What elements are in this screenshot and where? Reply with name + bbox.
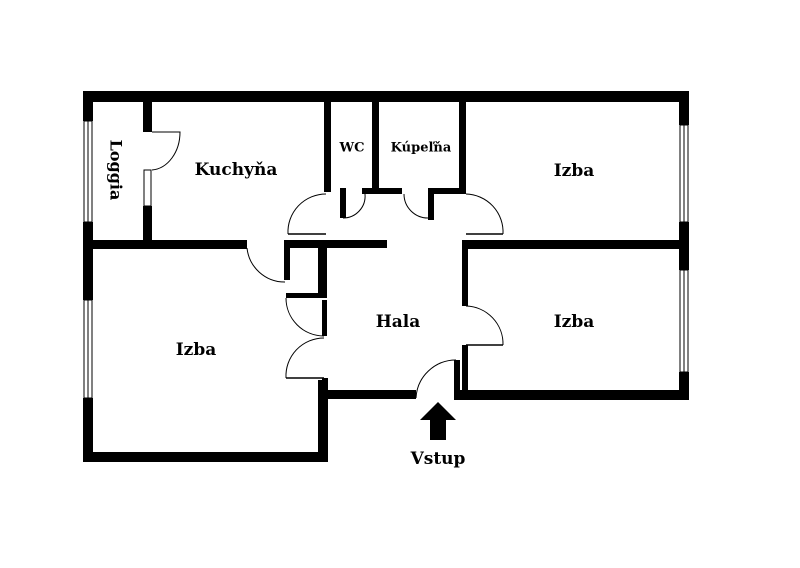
wall-hall-left-box-bottom: [286, 293, 326, 298]
wall-right-rooms-divider: [463, 240, 689, 249]
wall-wc-bottom: [362, 188, 379, 194]
label-hall: Hala: [376, 312, 421, 332]
wall-hall-left-box-right: [318, 240, 327, 298]
wall-left-mid: [83, 222, 93, 300]
wall-hall-right-upper: [462, 240, 468, 306]
door-bathroom: [403, 193, 429, 219]
label-wc: WC: [339, 141, 365, 156]
label-loggia: Loggia: [107, 140, 126, 201]
wall-top: [83, 91, 689, 102]
wall-wc-right: [372, 100, 379, 192]
wall-right-lower: [679, 372, 689, 400]
wall-loggia-kitchen-upper: [143, 100, 152, 132]
wall-left-room-right-mid: [322, 300, 327, 336]
wall-hall-bottom-left: [318, 390, 416, 399]
label-room-top-right: Izba: [554, 161, 595, 181]
window-loggia-door: [143, 169, 152, 207]
wall-bath-right: [459, 100, 466, 194]
wall-kitchen-wc: [324, 100, 331, 192]
wall-hall-left-box-left: [284, 240, 290, 280]
door-wc: [342, 193, 366, 219]
wall-bath-jamb: [428, 188, 434, 220]
wall-kitchen-bottom: [83, 240, 247, 249]
wall-hall-right-lower: [462, 345, 468, 400]
wall-hall-top: [290, 240, 387, 248]
door-left-room-upper: [285, 297, 325, 337]
label-bathroom: Kúpeľňa: [391, 141, 452, 156]
door-room-bottom-right: [465, 305, 504, 346]
wall-right-upper: [679, 91, 689, 125]
door-left-room-lower: [285, 337, 325, 379]
label-room-bottom-right: Izba: [554, 312, 595, 332]
arrow-up-icon: [420, 402, 456, 440]
wall-door-jamb: [454, 360, 460, 400]
wall-left-bottom: [83, 398, 93, 462]
wall-bath-bottom-right: [428, 188, 466, 194]
windows: [83, 120, 689, 399]
wall-hall-bottom-right: [456, 390, 689, 400]
wall-left-room-right: [318, 380, 328, 462]
door-room-top-right: [465, 193, 504, 235]
door-kitchen: [246, 247, 286, 283]
label-entrance: Vstup: [410, 449, 466, 469]
doors: [151, 131, 504, 399]
room-labels: Loggia Kuchyňa WC Kúpeľňa Izba Izba Hala…: [107, 140, 595, 469]
door-loggia: [151, 131, 181, 171]
wall-bath-bottom-left: [376, 188, 402, 194]
wall-left-top: [83, 91, 93, 121]
door-entrance: [415, 359, 457, 399]
walls: [83, 91, 689, 462]
label-kitchen: Kuchyňa: [195, 160, 278, 180]
wall-loggia-kitchen-lower: [143, 206, 152, 244]
wall-wc-jamb: [340, 188, 346, 218]
door-hall-topleft: [287, 193, 327, 235]
wall-left-room-right-low: [322, 378, 328, 398]
wall-bottom-left: [83, 452, 328, 462]
label-room-left: Izba: [176, 340, 217, 360]
